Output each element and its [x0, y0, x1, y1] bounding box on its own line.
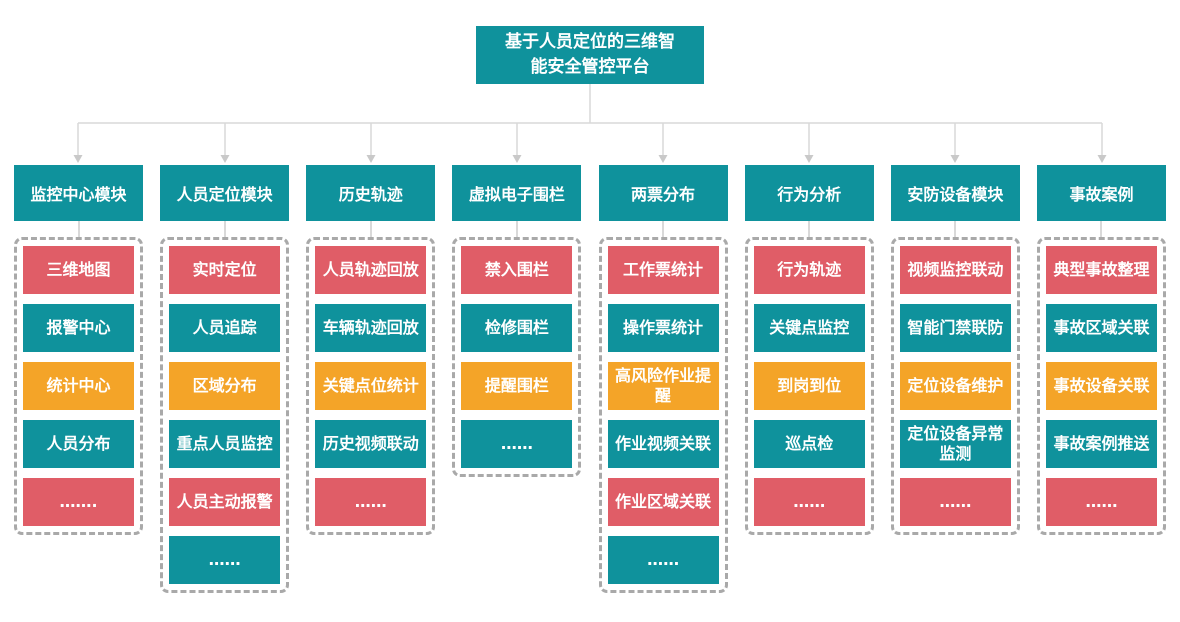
feature-box: 实时定位	[169, 246, 281, 294]
feature-box: 作业区域关联	[607, 478, 719, 526]
feature-box: ……	[461, 420, 573, 468]
feature-box: 智能门禁联防	[899, 304, 1011, 352]
header-connector-stub	[369, 221, 372, 237]
feature-box: 工作票统计	[607, 246, 719, 294]
feature-box: 区域分布	[169, 362, 281, 410]
platform-title: 基于人员定位的三维智能安全管控平台	[505, 32, 675, 77]
feature-box: ……	[899, 478, 1011, 526]
feature-box: 报警中心	[23, 304, 134, 352]
feature-box: 人员轨迹回放	[315, 246, 427, 294]
feature-box: 事故案例推送	[1045, 420, 1157, 468]
feature-box: 操作票统计	[607, 304, 719, 352]
feature-box: ……	[169, 536, 281, 584]
module-header: 事故案例	[1036, 165, 1166, 221]
module-panel: 视频监控联动 智能门禁联防 定位设备维护 定位设备异常监测 ……	[890, 237, 1020, 535]
feature-box: 事故设备关联	[1045, 362, 1157, 410]
module-column-security-equipment: 安防设备模块 视频监控联动 智能门禁联防 定位设备维护 定位设备异常监测 ……	[890, 165, 1020, 535]
module-column-personnel-positioning: 人员定位模块 实时定位 人员追踪 区域分布 重点人员监控 人员主动报警 ……	[160, 165, 290, 593]
header-connector-stub	[954, 221, 957, 237]
module-columns: 监控中心模块 三维地图 报警中心 统计中心 人员分布 ……. 人员定位模块 实时…	[0, 165, 1180, 593]
header-connector-stub	[77, 221, 80, 237]
module-header: 监控中心模块	[14, 165, 143, 221]
header-connector-stub	[1100, 221, 1103, 237]
feature-box: …….	[23, 478, 134, 526]
module-header: 历史轨迹	[306, 165, 436, 221]
feature-box: 重点人员监控	[169, 420, 281, 468]
header-connector-stub	[223, 221, 226, 237]
module-header: 虚拟电子围栏	[452, 165, 582, 221]
module-panel: 人员轨迹回放 车辆轨迹回放 关键点位统计 历史视频联动 ……	[306, 237, 436, 535]
platform-title-node: 基于人员定位的三维智能安全管控平台	[476, 26, 704, 84]
module-column-history-track: 历史轨迹 人员轨迹回放 车辆轨迹回放 关键点位统计 历史视频联动 ……	[306, 165, 436, 535]
feature-box: 关键点位统计	[315, 362, 427, 410]
feature-box: ……	[607, 536, 719, 584]
feature-box: 检修围栏	[461, 304, 573, 352]
feature-box: 定位设备维护	[899, 362, 1011, 410]
module-column-accident-cases: 事故案例 典型事故整理 事故区域关联 事故设备关联 事故案例推送 ……	[1036, 165, 1166, 535]
feature-box: 行为轨迹	[753, 246, 865, 294]
feature-box: 提醒围栏	[461, 362, 573, 410]
feature-box: 人员分布	[23, 420, 134, 468]
feature-box: ……	[1045, 478, 1157, 526]
module-column-two-tickets: 两票分布 工作票统计 操作票统计 高风险作业提醒 作业视频关联 作业区域关联 ……	[598, 165, 728, 593]
header-connector-stub	[515, 221, 518, 237]
module-panel: 行为轨迹 关键点监控 到岗到位 巡点检 ……	[744, 237, 874, 535]
feature-box: 统计中心	[23, 362, 134, 410]
feature-box: 禁入围栏	[461, 246, 573, 294]
module-column-monitoring-center: 监控中心模块 三维地图 报警中心 统计中心 人员分布 …….	[14, 165, 143, 535]
feature-box: ……	[753, 478, 865, 526]
feature-box: 巡点检	[753, 420, 865, 468]
feature-box: 到岗到位	[753, 362, 865, 410]
feature-box: 历史视频联动	[315, 420, 427, 468]
header-connector-stub	[808, 221, 811, 237]
module-panel: 三维地图 报警中心 统计中心 人员分布 …….	[14, 237, 143, 535]
feature-box: 车辆轨迹回放	[315, 304, 427, 352]
module-header: 安防设备模块	[890, 165, 1020, 221]
arrowhead-icons	[73, 155, 1107, 163]
module-header: 人员定位模块	[160, 165, 290, 221]
feature-box: 典型事故整理	[1045, 246, 1157, 294]
feature-box: 三维地图	[23, 246, 134, 294]
header-connector-stub	[662, 221, 665, 237]
feature-box: 关键点监控	[753, 304, 865, 352]
module-panel: 实时定位 人员追踪 区域分布 重点人员监控 人员主动报警 ……	[160, 237, 290, 593]
feature-box: 高风险作业提醒	[607, 362, 719, 410]
feature-box: 事故区域关联	[1045, 304, 1157, 352]
feature-box: 定位设备异常监测	[899, 420, 1011, 468]
feature-box: 人员追踪	[169, 304, 281, 352]
module-panel: 典型事故整理 事故区域关联 事故设备关联 事故案例推送 ……	[1036, 237, 1166, 535]
feature-box: 作业视频关联	[607, 420, 719, 468]
module-column-virtual-fence: 虚拟电子围栏 禁入围栏 检修围栏 提醒围栏 ……	[452, 165, 582, 477]
feature-box: 视频监控联动	[899, 246, 1011, 294]
module-panel: 禁入围栏 检修围栏 提醒围栏 ……	[452, 237, 582, 477]
module-header: 行为分析	[744, 165, 874, 221]
module-header: 两票分布	[598, 165, 728, 221]
feature-box: 人员主动报警	[169, 478, 281, 526]
module-column-behavior-analysis: 行为分析 行为轨迹 关键点监控 到岗到位 巡点检 ……	[744, 165, 874, 535]
module-panel: 工作票统计 操作票统计 高风险作业提醒 作业视频关联 作业区域关联 ……	[598, 237, 728, 593]
feature-box: ……	[315, 478, 427, 526]
